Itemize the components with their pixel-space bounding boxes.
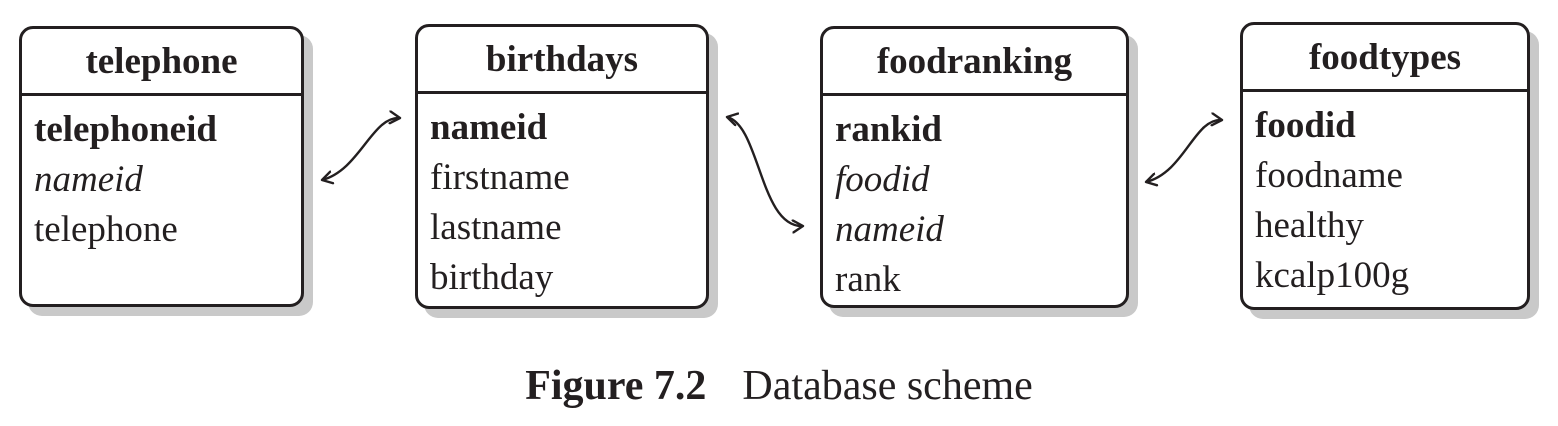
field-list: rankid foodid nameid rank — [823, 96, 1126, 305]
table-title: birthdays — [418, 27, 706, 94]
field-attribute: telephone — [34, 209, 178, 250]
field-foreign-key: nameid — [835, 209, 944, 250]
field-foreign-key: foodid — [835, 159, 930, 200]
field-primary-key: nameid — [430, 107, 548, 148]
relation-arrow-telephone-birthdays — [322, 118, 400, 180]
field-attribute: foodname — [1255, 155, 1403, 196]
figure-caption-text: Database scheme — [742, 363, 1033, 409]
field-primary-key: rankid — [835, 109, 942, 150]
field-primary-key: telephoneid — [34, 109, 217, 150]
table-title: telephone — [22, 29, 301, 96]
figure-label: Figure 7.2 — [525, 363, 707, 409]
field-list: telephoneid nameid telephone — [22, 96, 301, 255]
field-foreign-key: nameid — [34, 159, 143, 200]
field-primary-key: foodid — [1255, 105, 1356, 146]
field-attribute: kcalp100g — [1255, 255, 1410, 296]
table-foodranking: foodranking rankid foodid nameid rank — [820, 26, 1129, 308]
table-foodtypes: foodtypes foodid foodname healthy kcalp1… — [1240, 22, 1530, 310]
table-title: foodtypes — [1243, 25, 1527, 92]
relation-arrow-birthdays-foodranking — [727, 117, 803, 226]
field-attribute: firstname — [430, 157, 570, 198]
table-telephone: telephone telephoneid nameid telephone — [19, 26, 304, 307]
table-birthdays: birthdays nameid firstname lastname birt… — [415, 24, 709, 309]
relation-arrow-foodranking-foodtypes — [1146, 120, 1222, 182]
table-title: foodranking — [823, 29, 1126, 96]
field-list: foodid foodname healthy kcalp100g — [1243, 92, 1527, 301]
field-attribute: rank — [835, 259, 901, 300]
field-attribute: birthday — [430, 257, 554, 298]
field-attribute: healthy — [1255, 205, 1364, 246]
field-attribute: lastname — [430, 207, 562, 248]
figure-caption: Figure 7.2 Database scheme — [0, 362, 1558, 410]
field-list: nameid firstname lastname birthday — [418, 94, 706, 303]
